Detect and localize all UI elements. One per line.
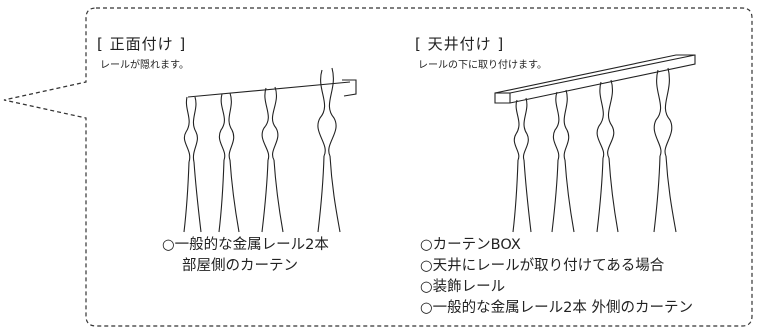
list-item: ○一般的な金属レール2本 xyxy=(162,237,329,253)
rail-bracket xyxy=(342,79,357,97)
curtain-pleats xyxy=(512,67,677,233)
ceiling-rail xyxy=(494,54,696,104)
list-item: ○装飾レール xyxy=(420,279,506,295)
ceiling-mount-illustration xyxy=(494,54,696,233)
list-item: ○一般的な金属レール2本 外側のカーテン xyxy=(420,300,693,316)
list-item: ○カーテンBOX xyxy=(420,237,521,253)
ceiling-mount-list: ○カーテンBOX ○天井にレールが取り付けてある場合 ○装飾レール ○一般的な金… xyxy=(420,235,693,319)
front-mount-heading: [ 正面付け ] xyxy=(97,35,187,53)
list-item: ○天井にレールが取り付けてある場合 xyxy=(420,258,665,274)
list-item: 部屋側のカーテン xyxy=(182,258,298,274)
curtain-pleats xyxy=(183,67,341,233)
front-mount-list: ○一般的な金属レール2本 部屋側のカーテン xyxy=(162,235,329,277)
front-mount-illustration xyxy=(183,67,357,233)
ceiling-mount-note: レールの下に取り付けます。 xyxy=(418,60,547,71)
ceiling-mount-heading: [ 天井付け ] xyxy=(415,35,505,53)
rail-line xyxy=(187,81,351,98)
front-mount-note: レールが隠れます。 xyxy=(100,60,189,71)
